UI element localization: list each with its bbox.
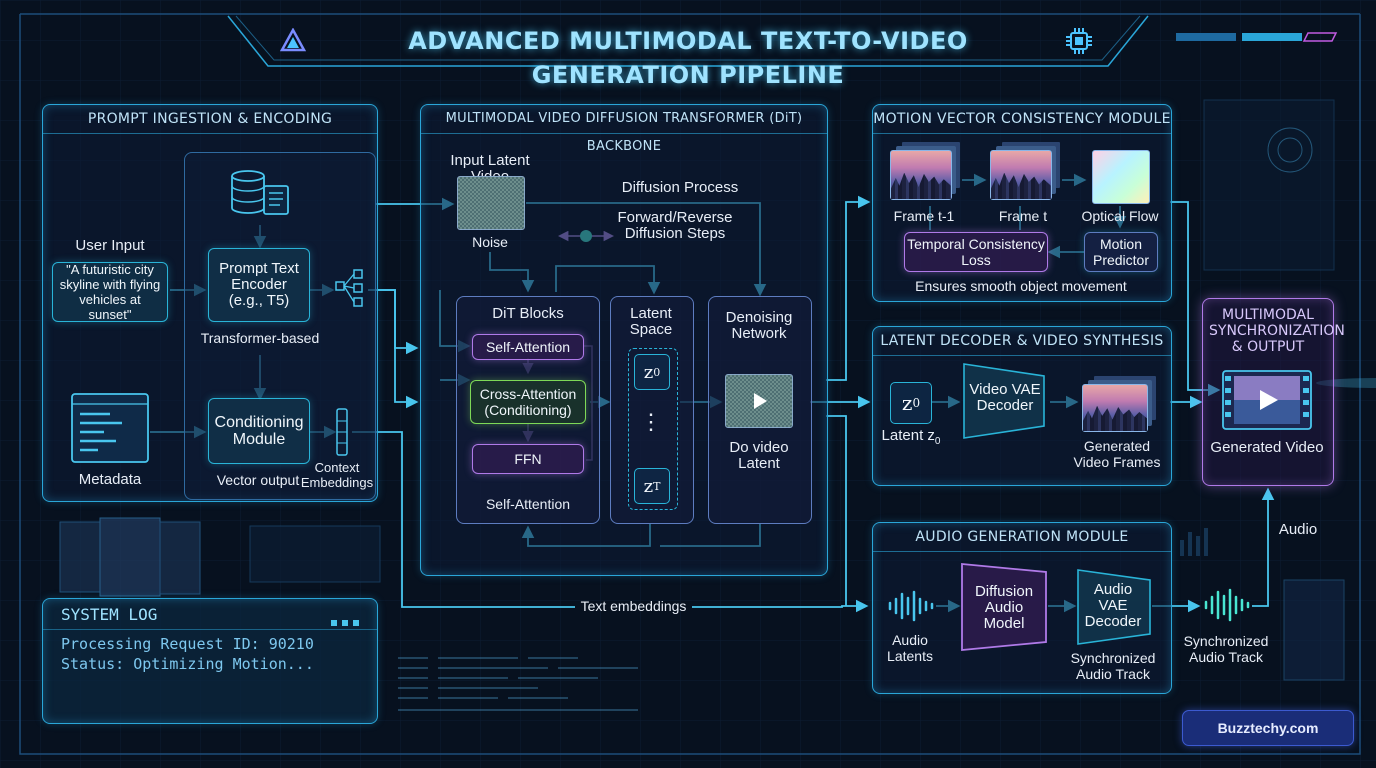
title-logo-icon [279,27,307,52]
status-bars [1176,30,1340,42]
noise-image [457,176,525,230]
optical-flow-image [1092,150,1150,204]
optical-flow-label: Optical Flow [1081,208,1159,224]
document-icon [263,185,289,215]
prompt-text-encoder[interactable]: Prompt Text Encoder (e.g., T5) [208,248,310,322]
generated-video-film-icon [1222,370,1312,430]
latent-z-sub: 0 [934,436,941,447]
audio-label: Audio [1278,521,1318,538]
audio-latents-label: Audio Latents [887,632,933,664]
generated-frames-thumbnail [1082,384,1148,432]
latent-dots: ⋮ [640,409,662,434]
diffusion-audio-label: Diffusion Audio Model [974,583,1034,632]
forward-reverse-label: Forward/Reverse Diffusion Steps [617,209,733,242]
self-attention-bottom-label: Self-Attention [485,496,571,512]
database-icon [228,168,292,220]
metadata-label: Metadata [78,471,142,488]
z-label: z [643,475,654,497]
sync-audio-waveform-icon [1202,588,1252,622]
panel-title: MOTION VECTOR CONSISTENCY MODULE [873,105,1171,134]
embedding-stack-icon [336,408,348,456]
sync-output-panel: MULTIMODAL SYNCHRONIZATION & OUTPUT [1202,298,1345,486]
generated-video-label: Generated Video [1210,439,1324,456]
frame-t-minus-1-thumbnail [890,150,952,200]
z-label: z [643,361,654,383]
chip-icon [1064,26,1094,56]
output-title: MULTIMODAL SYNCHRONIZATION & OUTPUT [1209,307,1345,355]
menu-dots-icon[interactable] [331,613,361,626]
decorative-log-lines [398,654,658,714]
panel-title: PROMPT INGESTION & ENCODING [43,105,377,134]
video-vae-decoder[interactable]: Video VAE Decoder [962,362,1046,440]
panel-title: MULTIMODAL VIDEO DIFFUSION TRANSFORMER (… [421,105,827,154]
dit-blocks-title: DiT Blocks [492,305,564,322]
noise-label: Noise [472,234,508,250]
self-attention-block[interactable]: Self-Attention [472,334,584,360]
z-subscript: 0 [912,396,921,410]
sync-audio-outer-label: Synchronized Audio Track [1183,633,1269,665]
audio-latents-waveform-icon [886,590,934,622]
latent-space-title: Latent Space [629,305,673,338]
z-subscript: T [653,479,661,493]
system-log-panel: SYSTEM LOG Processing Request ID: 90210 … [42,598,378,724]
panel-title: LATENT DECODER & VIDEO SYNTHESIS [873,327,1171,356]
panel-title: AUDIO GENERATION MODULE [873,523,1171,552]
do-video-latent-label: Do video Latent [729,439,789,472]
network-icon [334,268,368,308]
system-log-line-2: Status: Optimizing Motion... [61,655,314,673]
encoder-caption: Transformer-based [200,330,320,346]
video-vae-label: Video VAE Decoder [969,381,1041,414]
frame-t-thumbnail [990,150,1052,200]
play-icon [754,393,767,409]
z-label: z [901,391,913,415]
system-log-line-1: Processing Request ID: 90210 [61,635,314,653]
audio-vae-label: Audio VAE Decoder [1084,581,1142,630]
motion-predictor[interactable]: Motion Predictor [1084,232,1158,272]
latent-stack [628,348,678,510]
diffusion-process-label: Diffusion Process [621,179,739,196]
system-log-title: SYSTEM LOG [61,605,158,624]
diffusion-audio-model[interactable]: Diffusion Audio Model [960,562,1048,652]
text-embeddings-label: Text embeddings [580,598,687,614]
user-input-label: User Input [75,237,145,254]
denoising-title: Denoising Network [725,309,793,342]
watermark-text: Buzztechy.com [1217,720,1319,736]
context-embeddings-label: Context Embeddings [300,460,374,490]
generated-frames-label: Generated Video Frames [1073,438,1161,470]
latent-z0-label: Latent z0 [878,428,944,450]
page-title: ADVANCED MULTIMODAL TEXT-TO-VIDEO GENERA… [408,27,968,89]
sync-audio-inner-label: Synchronized Audio Track [1070,650,1156,682]
cross-attention-block[interactable]: Cross-Attention (Conditioning) [470,380,586,424]
code-window-icon [70,392,150,464]
watermark-badge[interactable]: Buzztechy.com [1182,710,1354,746]
user-input-box[interactable]: "A futuristic city skyline with flying v… [52,262,168,322]
motion-caption: Ensures smooth object movement [915,278,1127,294]
vector-output-label: Vector output [216,472,300,488]
denoising-video-preview [725,374,793,428]
z-subscript: 0 [653,365,661,379]
temporal-consistency-loss[interactable]: Temporal Consistency Loss [904,232,1048,272]
audio-vae-decoder[interactable]: Audio VAE Decoder [1076,568,1152,646]
conditioning-module[interactable]: Conditioning Module [208,398,310,464]
frame-t-minus-1-label: Frame t-1 [893,208,955,224]
play-icon [1260,390,1278,410]
latent-z-text: Latent z [881,427,935,444]
frame-t-label: Frame t [998,208,1048,224]
ffn-block[interactable]: FFN [472,444,584,474]
